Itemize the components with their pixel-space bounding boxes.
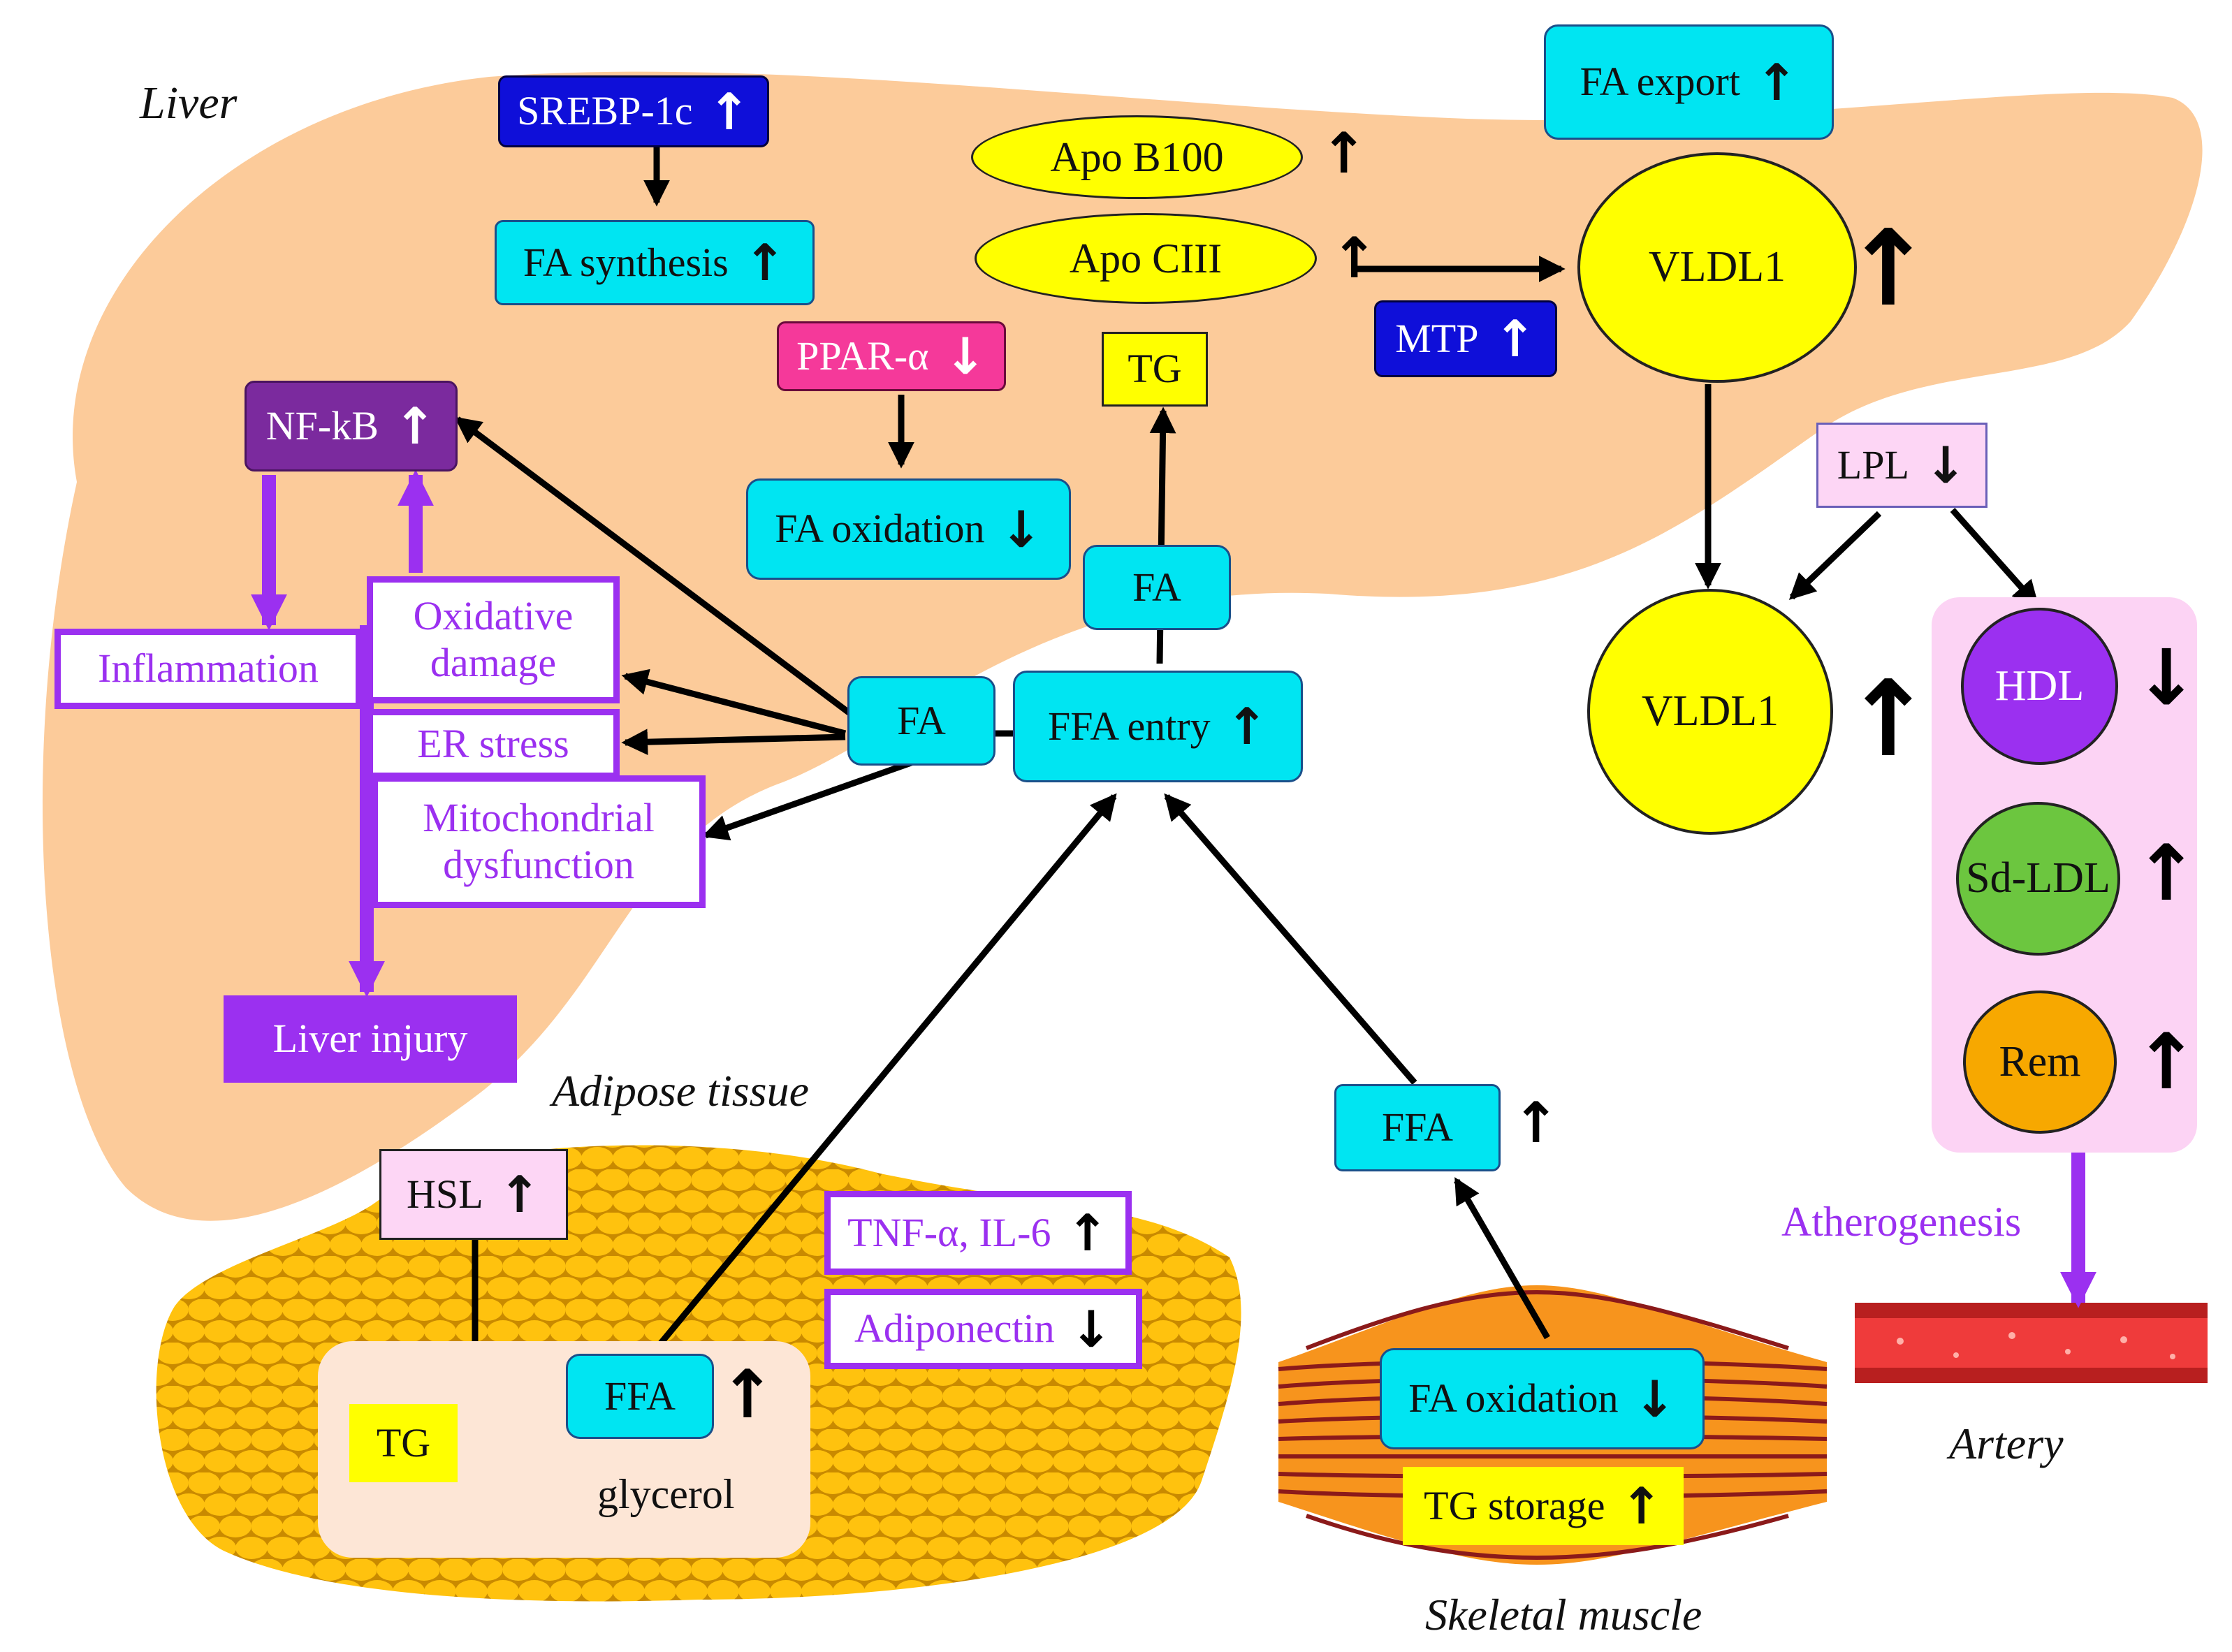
mitochondrial-dysfunction-node: Mitochondrial dysfunction <box>372 775 706 908</box>
sdldl-node: Sd-LDL <box>1956 802 2120 956</box>
fa-oxidation-muscle-node: FA oxidation ↓ <box>1380 1348 1705 1449</box>
down-arrow-icon: ↓ <box>1633 1369 1676 1428</box>
ppar-node: PPAR-α ↓ <box>777 321 1006 391</box>
liver-label: Liver <box>140 78 238 129</box>
lpl-label: LPL <box>1837 441 1909 488</box>
down-arrow-icon: ↓ <box>1924 436 1967 495</box>
hdl-node: HDL <box>1961 608 2118 765</box>
fa-oxidation-liver-label: FA oxidation <box>775 506 985 552</box>
tg-storage-label: TG storage <box>1424 1482 1605 1528</box>
sdldl-label: Sd-LDL <box>1966 854 2110 902</box>
fa-export-node: FA export ↑ <box>1544 24 1834 140</box>
up-arrow-icon: ↑ <box>1844 208 1932 330</box>
up-arrow-icon: ↑ <box>393 397 437 455</box>
tg-adipose-label: TG <box>376 1419 431 1465</box>
hsl-node: HSL ↑ <box>379 1149 568 1240</box>
fa-export-label: FA export <box>1580 59 1740 105</box>
fa-synthesis-label: FA synthesis <box>523 239 729 285</box>
up-arrow-icon: ↑ <box>1331 226 1378 291</box>
vldl1-bottom-label: VLDL1 <box>1641 687 1779 736</box>
up-arrow-icon: ↑ <box>1512 1090 1560 1155</box>
ffa-entry-node: FFA entry ↑ <box>1013 671 1303 782</box>
up-arrow-icon: ↑ <box>1620 1477 1663 1535</box>
up-arrow-icon: ↑ <box>708 82 750 141</box>
lpl-node: LPL ↓ <box>1816 423 1987 508</box>
ffa-entry-label: FFA entry <box>1048 703 1211 749</box>
up-arrow-icon: ↑ <box>498 1165 541 1224</box>
liver-injury-label: Liver injury <box>272 1016 468 1062</box>
er-stress-node: ER stress <box>367 709 620 779</box>
up-arrow-icon: ↑ <box>1320 121 1368 186</box>
srebp-node: SREBP-1c ↑ <box>498 75 769 147</box>
vldl1-bottom-node: VLDL1 <box>1587 589 1833 835</box>
ffa-muscle-label: FFA <box>1381 1104 1454 1150</box>
hdl-label: HDL <box>1994 661 2085 710</box>
oxidative-damage-node: Oxidative damage <box>367 576 620 703</box>
mitochondrial-line1: Mitochondrial <box>423 795 655 841</box>
up-arrow-icon: ↑ <box>1755 52 1798 112</box>
nfkb-node: NF-kB ↑ <box>245 381 458 472</box>
nfkb-label: NF-kB <box>265 402 379 448</box>
up-arrow-icon: ↑ <box>1066 1204 1109 1262</box>
up-arrow-icon: ↑ <box>1494 309 1536 368</box>
fa-synthesis-node: FA synthesis ↑ <box>495 220 815 305</box>
er-stress-label: ER stress <box>417 720 569 766</box>
fa-oxidation-liver-node: FA oxidation ↓ <box>746 478 1071 580</box>
tnf-il6-label: TNF-α, IL-6 <box>847 1209 1051 1255</box>
down-arrow-icon: ↓ <box>1070 1299 1113 1359</box>
atherogenesis-label: Atherogenesis <box>1781 1199 2022 1245</box>
oxidative-damage-line1: Oxidative <box>413 593 574 639</box>
up-arrow-icon: ↑ <box>1844 659 1932 780</box>
muscle-label: Skeletal muscle <box>1425 1590 1702 1639</box>
up-arrow-icon: ↑ <box>743 233 787 292</box>
fa-upper-label: FA <box>1132 564 1181 610</box>
glycerol-label: glycerol <box>597 1471 735 1517</box>
tg-liver-node: TG <box>1102 332 1208 407</box>
apociii-label: Apo CIII <box>1069 235 1223 282</box>
artery-label: Artery <box>1949 1419 2064 1468</box>
tnf-il6-node: TNF-α, IL-6 ↑ <box>824 1191 1132 1275</box>
fa-liver-node: FA <box>847 676 995 766</box>
tg-liver-label: TG <box>1128 346 1182 392</box>
down-arrow-icon: ↓ <box>944 327 986 386</box>
adiponectin-label: Adiponectin <box>854 1306 1055 1352</box>
artery-shape <box>1855 1303 2208 1383</box>
apob100-node: Apo B100 <box>971 115 1303 199</box>
tg-adipose-node: TG <box>349 1404 458 1482</box>
vldl1-top-label: VLDL1 <box>1648 243 1786 291</box>
srebp-label: SREBP-1c <box>517 88 693 134</box>
liver-injury-node: Liver injury <box>224 995 517 1083</box>
oxidative-damage-line2: damage <box>430 640 557 685</box>
rem-node: Rem <box>1963 991 2117 1134</box>
down-arrow-icon: ↓ <box>1000 499 1042 559</box>
tg-storage-node: TG storage ↑ <box>1403 1467 1684 1545</box>
adipose-label: Adipose tissue <box>552 1066 809 1116</box>
inflammation-node: Inflammation <box>54 629 362 709</box>
apob100-label: Apo B100 <box>1050 133 1224 180</box>
rem-label: Rem <box>1999 1037 2081 1086</box>
adiponectin-node: Adiponectin ↓ <box>824 1289 1142 1369</box>
fa-liver-label: FA <box>897 697 946 743</box>
down-arrow-icon: ↓ <box>2134 633 2199 722</box>
ffa-muscle-node: FFA <box>1334 1084 1501 1171</box>
inflammation-label: Inflammation <box>98 645 319 692</box>
ffa-adipose-node: FFA <box>566 1354 714 1439</box>
fa-upper-node: FA <box>1083 545 1231 630</box>
up-arrow-icon: ↑ <box>2134 828 2199 918</box>
apociii-node: Apo CIII <box>975 213 1317 304</box>
mtp-node: MTP ↑ <box>1374 300 1557 377</box>
vldl1-top-node: VLDL1 <box>1577 152 1857 383</box>
up-arrow-icon: ↑ <box>2134 1017 2199 1106</box>
mitochondrial-line2: dysfunction <box>443 842 634 887</box>
mtp-label: MTP <box>1395 315 1479 361</box>
ppar-label: PPAR-α <box>796 332 929 379</box>
up-arrow-icon: ↑ <box>1225 697 1268 756</box>
up-arrow-icon: ↑ <box>720 1357 775 1433</box>
hsl-label: HSL <box>407 1171 483 1217</box>
fa-oxidation-muscle-label: FA oxidation <box>1408 1375 1619 1421</box>
ffa-adipose-label: FFA <box>604 1373 676 1419</box>
